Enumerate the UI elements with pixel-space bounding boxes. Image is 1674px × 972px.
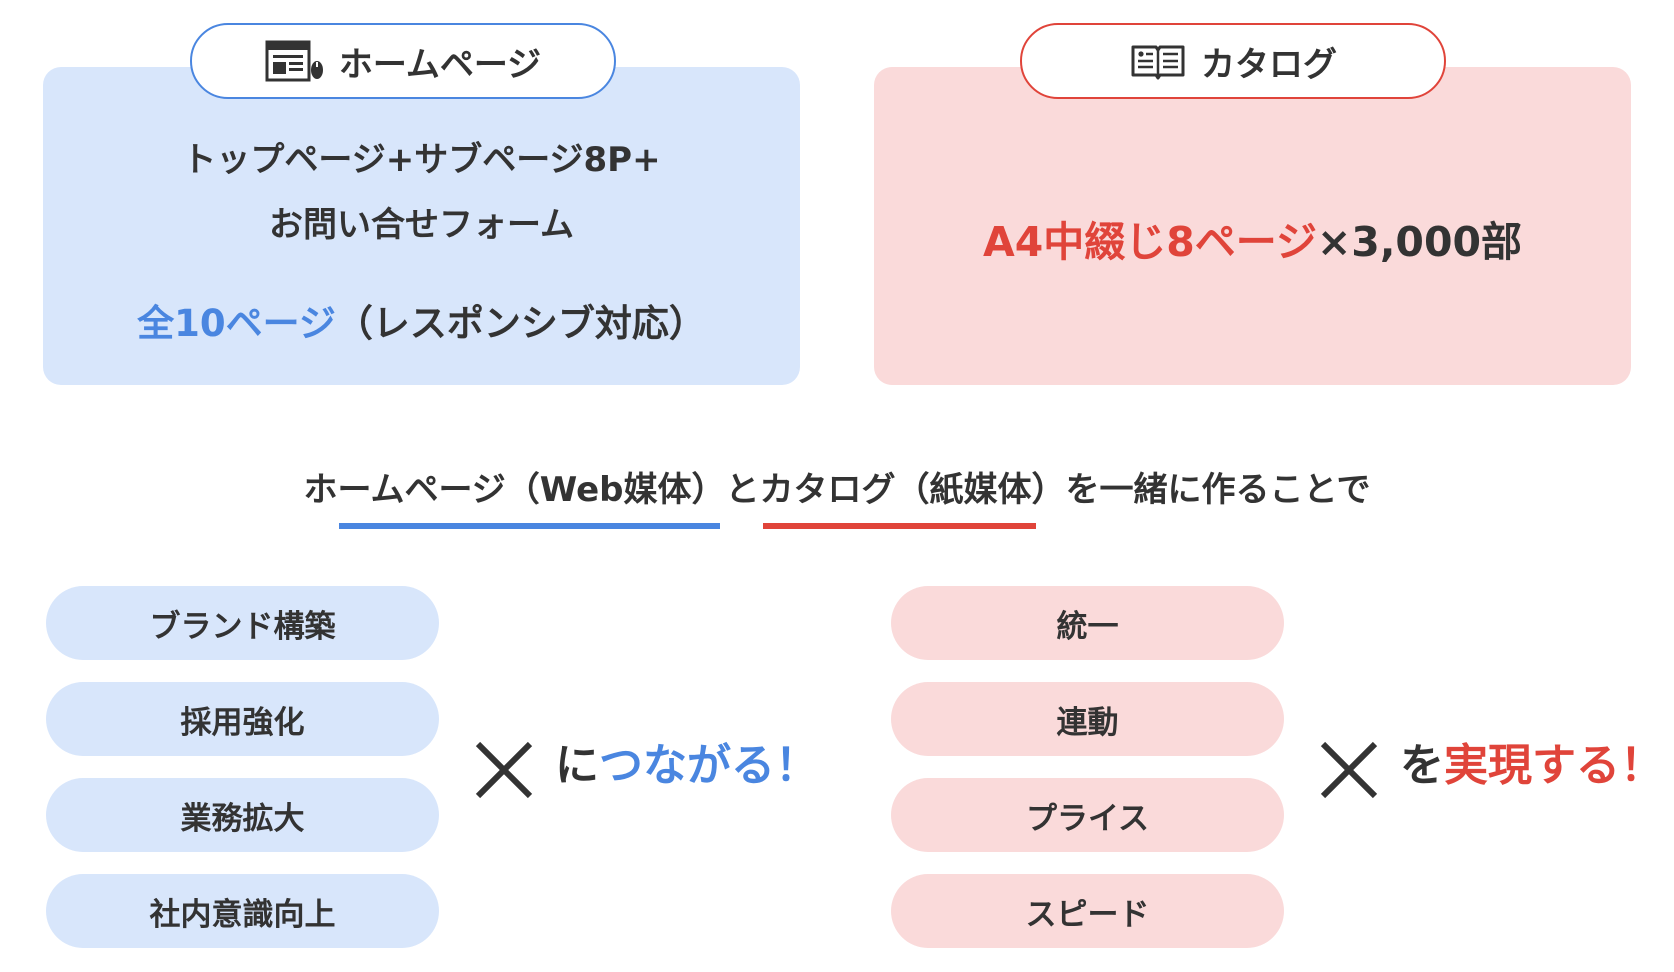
left-result-highlight: つながる！ — [599, 740, 819, 791]
statement-and: と — [725, 470, 760, 510]
right-benefit-3: プライス — [891, 778, 1284, 852]
left-benefit-1: ブランド構築 — [46, 586, 439, 660]
right-benefit-1: 統一 — [891, 586, 1284, 660]
right-benefit-2: 連動 — [891, 682, 1284, 756]
homepage-pages-rest: （レスポンシブ対応） — [335, 302, 706, 345]
catalog-card — [874, 67, 1631, 385]
right-benefit-4: スピード — [891, 874, 1284, 948]
left-result-prefix: に — [555, 740, 599, 791]
catalog-spec-highlight: A4中綴じ8ページ — [982, 218, 1317, 266]
homepage-pages-highlight: 全10ページ — [137, 302, 336, 345]
catalog-spec: A4中綴じ8ページ×3,000部 — [874, 214, 1631, 270]
multiply-cross-icon — [1317, 738, 1381, 802]
catalog-badge: カタログ — [1020, 23, 1446, 99]
homepage-line-1: トップページ+サブページ8P+ — [182, 140, 661, 180]
catalog-badge-label: カタログ — [1201, 44, 1337, 85]
right-result-prefix: を — [1400, 740, 1444, 791]
web-underline — [339, 523, 720, 529]
homepage-card — [43, 67, 800, 385]
browser-window-icon — [265, 40, 325, 82]
homepage-badge-label: ホームページ — [338, 44, 542, 85]
catalog-spec-rest: ×3,000部 — [1316, 218, 1522, 266]
homepage-badge: ホームページ — [190, 23, 616, 99]
left-benefit-2: 採用強化 — [46, 682, 439, 756]
multiply-cross-icon — [472, 738, 536, 802]
statement-web: ホームページ（Web媒体） — [303, 470, 726, 510]
statement-paper: カタログ（紙媒体） — [759, 470, 1066, 510]
open-book-icon — [1129, 41, 1187, 81]
left-benefit-3: 業務拡大 — [46, 778, 439, 852]
left-benefit-4: 社内意識向上 — [46, 874, 439, 948]
homepage-pages: 全10ページ（レスポンシブ対応） — [43, 297, 800, 351]
statement-tail: を一緒に作ることで — [1065, 470, 1371, 510]
right-result-highlight: 実現する！ — [1444, 740, 1664, 791]
right-result: を実現する！ — [1400, 736, 1664, 796]
homepage-line-2: お問い合せフォーム — [269, 205, 574, 245]
paper-underline — [763, 523, 1036, 529]
left-result: につながる！ — [555, 736, 819, 796]
combination-statement: ホームページ（Web媒体）とカタログ（紙媒体）を一緒に作ることで — [0, 465, 1674, 515]
